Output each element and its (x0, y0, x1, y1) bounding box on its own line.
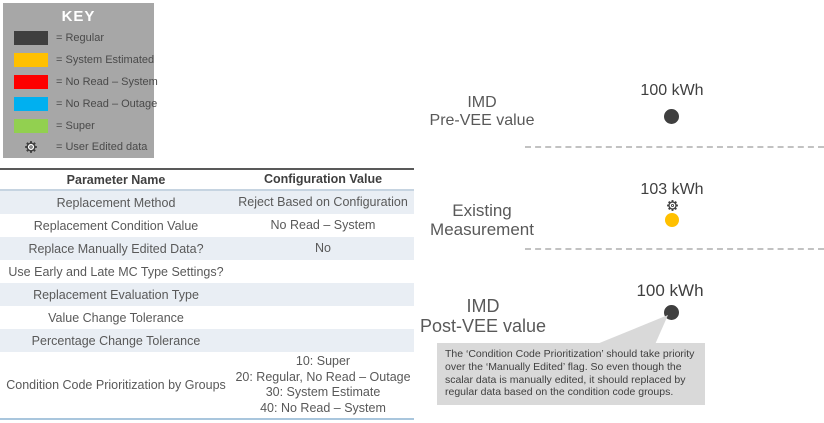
gear-icon (14, 140, 48, 154)
table-row: Value Change Tolerance (0, 306, 414, 329)
parameter-name-cell: Percentage Change Tolerance (31, 333, 201, 348)
legend-item-regular: = Regular (3, 27, 154, 49)
parameter-name-cell: Replace Manually Edited Data? (28, 241, 204, 256)
post-vee-value: 100 kWh (636, 281, 704, 300)
existing-data-point-marker (665, 213, 679, 227)
super-swatch (14, 119, 48, 133)
table-row: Replacement Evaluation Type (0, 283, 414, 306)
parameter-name-cell: Use Early and Late MC Type Settings? (8, 264, 224, 279)
legend-item-label: = User Edited data (56, 141, 148, 153)
legend-item-no-read-system: = No Read – System (3, 71, 158, 93)
table-body: Replacement Method Reject Based on Confi… (0, 191, 414, 418)
post-vee-data-point-marker (664, 305, 679, 320)
existing-value: 103 kWh (640, 181, 704, 198)
parameter-name-cell: Replacement Condition Value (33, 218, 199, 233)
column-header-configuration-value: Configuration Value (263, 171, 383, 186)
legend-key-box: KEY = Regular = System Estimated = No Re… (3, 3, 158, 158)
table-row: Use Early and Late MC Type Settings? (0, 260, 414, 283)
pre-vee-value: 100 kWh (640, 82, 704, 99)
legend-item-user-edited: = User Edited data (3, 137, 154, 157)
no-read-system-swatch (14, 75, 48, 89)
table-row: Replace Manually Edited Data? No (0, 237, 414, 260)
legend-title: KEY (61, 8, 96, 25)
legend-item-label: = No Read – Outage (56, 98, 158, 110)
no-read-outage-swatch (14, 97, 48, 111)
pre-vee-data-point-marker (664, 109, 679, 124)
table-row: Replacement Method Reject Based on Confi… (0, 191, 414, 214)
parameter-name-cell: Replacement Evaluation Type (33, 287, 199, 302)
configuration-value-cell: No Read – System (270, 217, 376, 232)
imd-pre-vee-label: IMD Pre-VEE value (429, 94, 535, 129)
legend-item-label: = No Read – System (56, 76, 158, 88)
table-row: Condition Code Prioritization by Groups … (0, 352, 414, 418)
section-divider-dashed-line (525, 248, 824, 250)
section-divider-dashed-line (525, 146, 824, 148)
configuration-value-cell: No (315, 240, 331, 255)
explanation-callout: The ‘Condition Code Prioritization’ shou… (437, 343, 705, 406)
configuration-value-cell: Reject Based on Configuration (238, 194, 408, 209)
legend-item-super: = Super (3, 115, 154, 137)
table-header-row: Parameter Name Configuration Value (0, 170, 414, 191)
legend-item-no-read-outage: = No Read – Outage (3, 93, 158, 115)
regular-swatch (14, 31, 48, 45)
legend-item-label: = Super (56, 120, 95, 132)
callout-pointer-wedge (597, 315, 668, 344)
imd-post-vee-label: IMD Post-VEE value (419, 296, 547, 337)
legend-item-system-estimated: = System Estimated (3, 49, 154, 71)
existing-measurement-label: Existing Measurement (430, 201, 534, 240)
system-estimated-swatch (14, 53, 48, 67)
table-row: Percentage Change Tolerance (0, 329, 414, 352)
parameter-name-cell: Value Change Tolerance (48, 310, 184, 325)
column-header-parameter-name: Parameter Name (66, 172, 166, 187)
parameter-name-cell: Condition Code Prioritization by Groups (6, 378, 226, 392)
configuration-table: Parameter Name Configuration Value Repla… (0, 168, 414, 420)
parameter-name-cell: Replacement Method (56, 195, 176, 210)
legend-item-label: = Regular (56, 32, 105, 44)
legend-item-label: = System Estimated (56, 54, 155, 66)
configuration-value-cell: 10: Super 20: Regular, No Read – Outage … (235, 354, 411, 415)
table-row: Replacement Condition Value No Read – Sy… (0, 214, 414, 237)
